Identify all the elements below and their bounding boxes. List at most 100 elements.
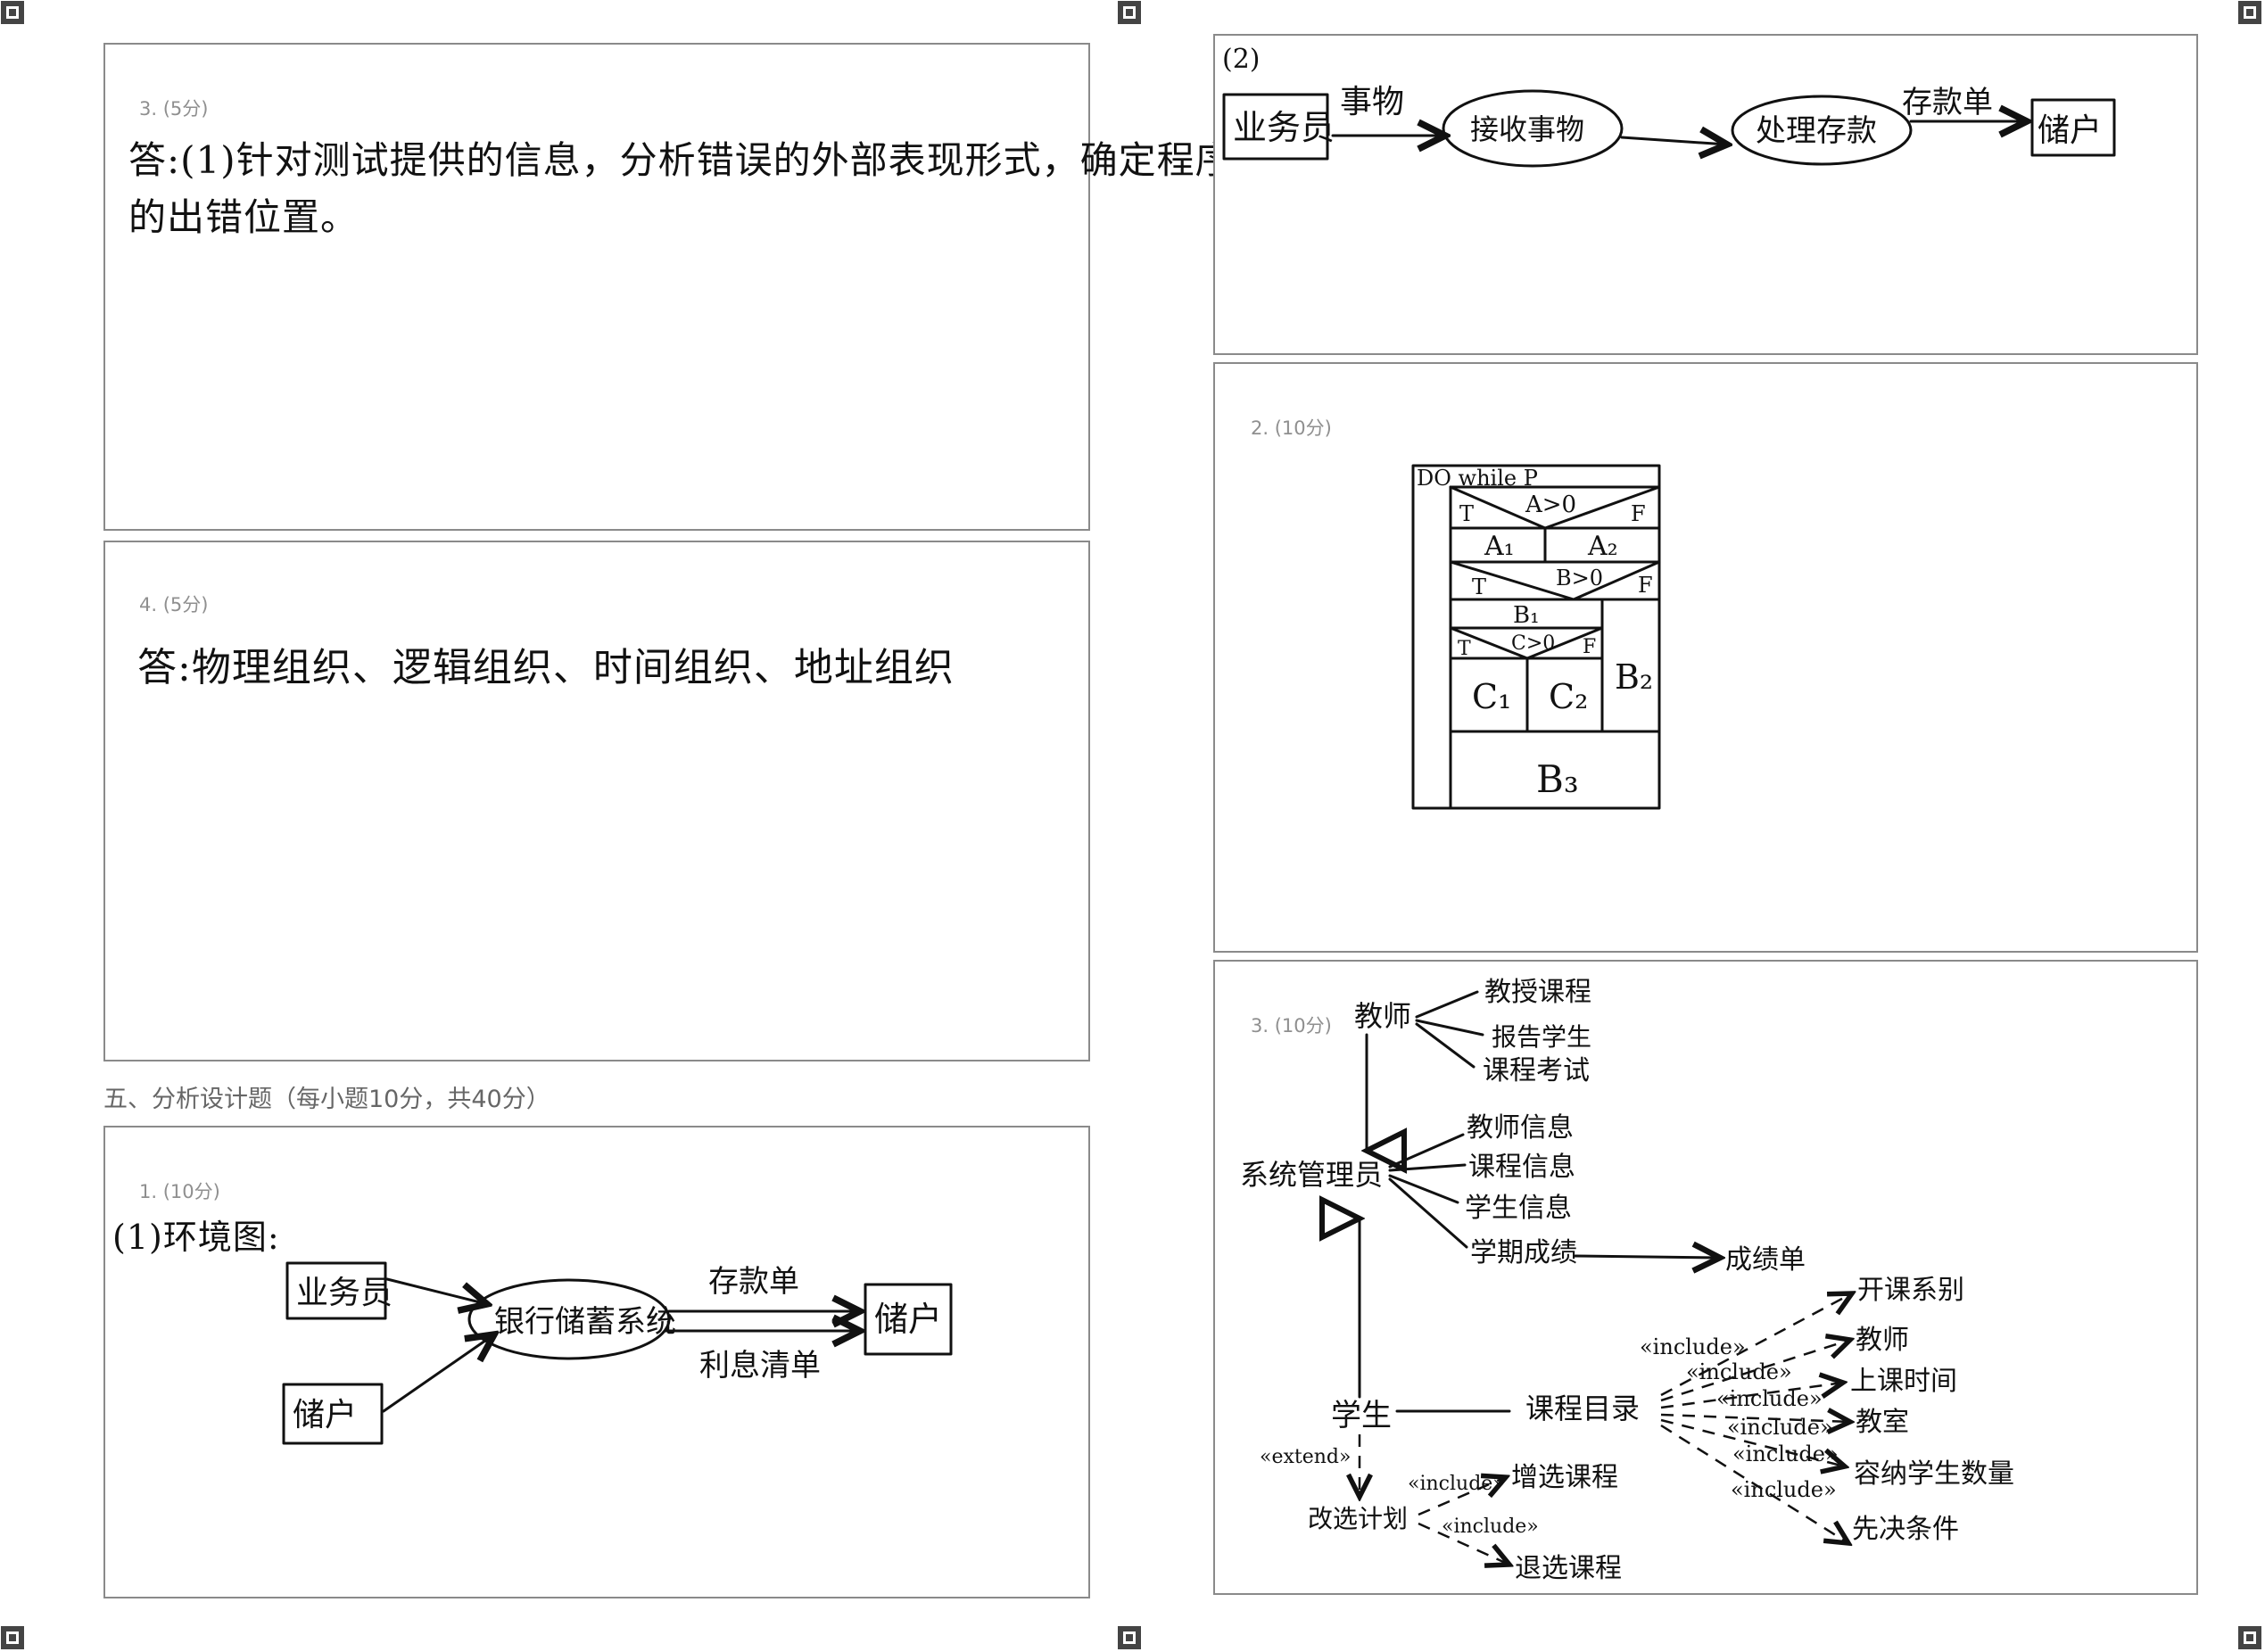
ns-cond-b: B>0: [1556, 566, 1603, 591]
include-stereotype: «include»: [1732, 1441, 1839, 1466]
diagram-heading: (1)环境图:: [112, 1218, 280, 1257]
ns-line: [1543, 485, 1661, 530]
include-dashed-line: [1660, 1424, 1848, 1543]
ns-line: [1449, 560, 1575, 601]
include-dashed-line: [1660, 1383, 1843, 1409]
ns-c1: C₁: [1472, 677, 1511, 716]
answer-box-q1-left: 1. (10分) (1)环境图: 业务员 储户 银行储蓄系统 储户 存款单 利息…: [103, 1126, 1090, 1598]
context-diagram: 业务员 储户 银行储蓄系统 储户 存款单 利息清单: [282, 1261, 953, 1445]
entity-depositor-in-box: [282, 1383, 384, 1445]
include-dashed-line: [1418, 1477, 1506, 1516]
registration-marker-icon: [1, 1626, 24, 1649]
association-line: [1388, 1133, 1465, 1169]
answer-text-line1: 答:(1)针对测试提供的信息，分析错误的外部表现形式，确定程序: [128, 138, 1234, 182]
flow-label-interest-list: 利息清单: [699, 1348, 821, 1384]
include-dashed-line: [1660, 1418, 1845, 1466]
inc-prereq-label: 先决条件: [1852, 1514, 1959, 1545]
association-line: [1388, 1163, 1467, 1172]
include-stereotype: «include»: [1640, 1334, 1746, 1359]
ns-cond-a: A>0: [1525, 491, 1576, 518]
ns-false: F: [1583, 636, 1596, 658]
flow-arrow: [1620, 137, 1727, 145]
part-label: (2): [1222, 44, 1261, 75]
uc-exam-label: 课程考试: [1483, 1055, 1590, 1086]
process-receive-label: 接收事物: [1470, 112, 1584, 146]
registration-marker-icon: [2238, 1626, 2261, 1649]
process-receive-ellipse: [1442, 89, 1624, 168]
flow-arrow: [382, 1334, 494, 1413]
include-dashed-line: [1660, 1293, 1852, 1397]
association-line: [1415, 1019, 1484, 1037]
actor-admin-label: 系统管理员: [1240, 1158, 1383, 1192]
answer-box-q4-left: 4. (5分) 答:物理组织、逻辑组织、时间组织、地址组织: [103, 541, 1090, 1061]
ns-line: [1449, 485, 1547, 530]
uc-change-plan-label: 改选计划: [1308, 1504, 1408, 1533]
entity-clerk-label: 业务员: [1233, 108, 1335, 147]
association-line: [1415, 990, 1479, 1019]
ns-a2: A₂: [1587, 531, 1618, 562]
entity-depositor-box: [2030, 98, 2116, 157]
answer-text-line2: 的出错位置。: [128, 195, 360, 239]
uc-term-grades-label: 学期成绩: [1470, 1237, 1577, 1268]
answer-box-q3-right: 3. (10分) 教师 教授课程 报告学生 课程考试 系统管理员 教师信息 课程…: [1213, 960, 2198, 1595]
ns-true: T: [1459, 501, 1474, 526]
section-title: 五、分析设计题（每小题10分，共40分）: [103, 1086, 550, 1113]
process-deposit-label: 处理存款: [1756, 113, 1877, 149]
ns-c2: C₂: [1549, 677, 1588, 716]
question-label: 4. (5分): [139, 594, 209, 615]
uc-course-info-label: 课程信息: [1468, 1152, 1575, 1183]
question-label: 3. (10分): [1251, 1015, 1332, 1037]
uc-course-catalog-label: 课程目录: [1525, 1392, 1640, 1425]
include-stereotype: «include»: [1686, 1359, 1792, 1384]
entity-clerk-box: [285, 1261, 387, 1320]
uc-student-info-label: 学生信息: [1465, 1193, 1572, 1224]
process-label: 银行储蓄系统: [494, 1304, 676, 1340]
ns-b3: B₃: [1536, 757, 1579, 801]
include-dashed-line: [1418, 1522, 1509, 1565]
extend-stereotype: «extend»: [1260, 1446, 1351, 1468]
inc-room-label: 教室: [1856, 1407, 1909, 1438]
uc-report-label: 报告学生: [1492, 1022, 1591, 1052]
entity-clerk-label: 业务员: [296, 1275, 393, 1311]
ns-cond-c: C>0: [1511, 632, 1555, 655]
flow-label-transaction: 事物: [1340, 84, 1404, 120]
registration-marker-icon: [1, 1, 24, 24]
registration-marker-icon: [1118, 1626, 1141, 1649]
entity-depositor-in-label: 储户: [293, 1397, 357, 1433]
include-dashed-line: [1660, 1340, 1850, 1402]
entity-depositor-out-box: [864, 1283, 953, 1356]
inc-dept-label: 开课系别: [1857, 1275, 1964, 1306]
flow-label-deposit-slip: 存款单: [708, 1264, 799, 1300]
ns-line: [1449, 626, 1529, 660]
inc-teacher-label: 教师: [1856, 1325, 1909, 1356]
ns-a1: A₁: [1484, 531, 1515, 562]
include-stereotype: «include»: [1442, 1516, 1539, 1538]
entity-depositor-out-label: 储户: [874, 1300, 942, 1339]
ns-true: T: [1458, 638, 1471, 660]
process-ellipse: [467, 1278, 671, 1360]
ns-outer-frame: [1411, 464, 1661, 810]
answer-text: 答:物理组织、逻辑组织、时间组织、地址组织: [137, 645, 955, 690]
uc-add-course-label: 增选课程: [1511, 1462, 1618, 1493]
ns-do-while: DO while P: [1417, 466, 1538, 491]
level1-dataflow-diagram: (2) 业务员 事物 接收事物 处理存款 存款单 储户: [1222, 44, 2116, 168]
uc-teach-label: 教授课程: [1484, 977, 1591, 1008]
ns-b2: B₂: [1615, 657, 1653, 697]
inc-capacity-label: 容纳学生数量: [1854, 1458, 2014, 1490]
uc-teacher-info-label: 教师信息: [1467, 1112, 1574, 1144]
ns-true: T: [1472, 574, 1486, 599]
include-stereotype: «include»: [1408, 1473, 1505, 1495]
ns-chart-diagram: DO while P A>0 T F A₁ A₂ B>0 T F B₁ C>0 …: [1411, 464, 1661, 810]
registration-marker-icon: [1118, 1, 1141, 24]
use-case-diagram: 教师 教授课程 报告学生 课程考试 系统管理员 教师信息 课程信息 学生信息 学…: [1240, 977, 2014, 1584]
flow-arrow: [385, 1277, 487, 1304]
ns-false: F: [1638, 573, 1653, 598]
process-deposit-ellipse: [1731, 95, 1913, 166]
ns-b1: B₁: [1513, 602, 1540, 629]
actor-teacher-label: 教师: [1354, 999, 1411, 1033]
entity-clerk-box: [1222, 93, 1329, 161]
include-stereotype: «include»: [1731, 1477, 1837, 1502]
question-label: 2. (10分): [1251, 417, 1332, 439]
association-arrow: [1574, 1256, 1720, 1258]
actor-student-label: 学生: [1331, 1398, 1392, 1433]
